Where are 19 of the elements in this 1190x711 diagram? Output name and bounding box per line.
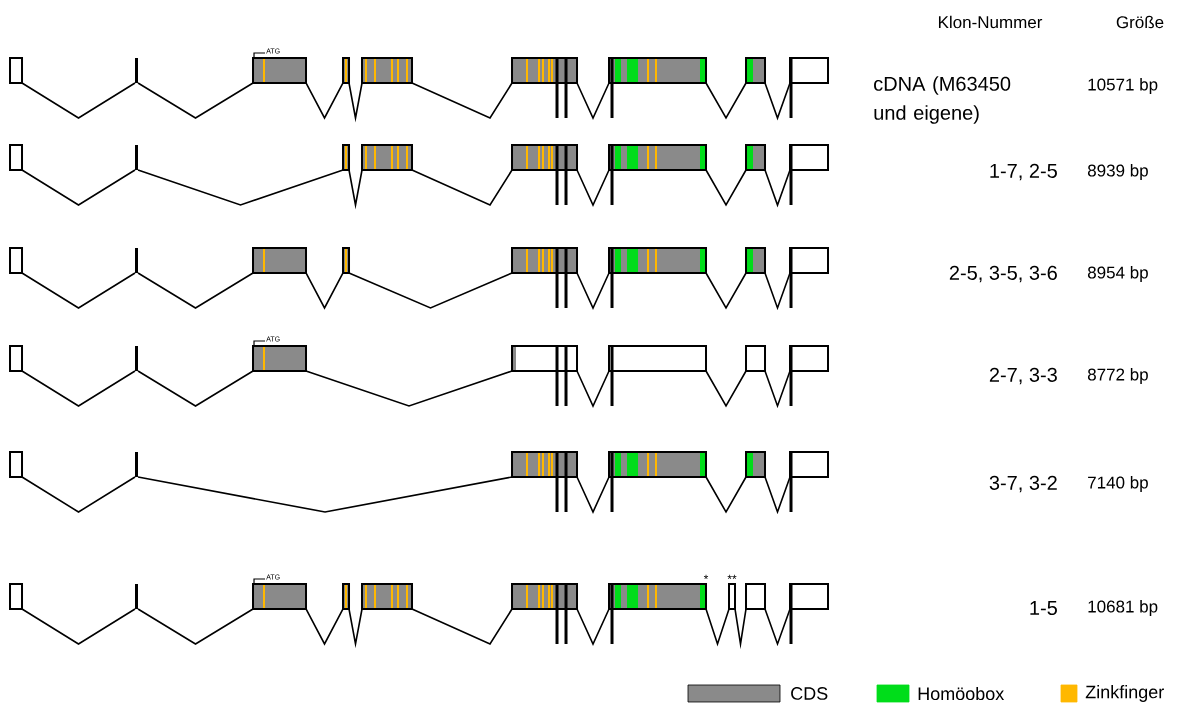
- clone-label: 1-7, 2-5: [990, 163, 1057, 181]
- size-label: 10681 bp: [1088, 600, 1158, 616]
- clone-label: 1-5: [1030, 601, 1057, 615]
- clone-label: 2-5, 3-5, 3-6: [949, 265, 1057, 283]
- size-label: 8954 bp: [1087, 266, 1148, 282]
- legend-label: Zinkfinger: [1085, 685, 1164, 702]
- clone-label: cDNA (M63450 und eigene): [874, 76, 1011, 124]
- clone-label: 2-7, 3-3: [989, 367, 1057, 385]
- legend-label: CDS: [791, 687, 828, 700]
- column-header: Größe: [1116, 15, 1164, 29]
- asterisk-mark: *: [703, 574, 709, 580]
- legend-label: Homöobox: [918, 686, 1005, 701]
- size-label: 8939 bp: [1087, 164, 1148, 180]
- size-label: 8772 bp: [1087, 368, 1148, 384]
- column-header: Klon-Nummer: [939, 15, 1043, 29]
- size-label: 7140 bp: [1088, 476, 1148, 492]
- size-label: 10571 bp: [1088, 78, 1158, 94]
- asterisk-mark: **: [727, 574, 737, 580]
- clone-label: 3-7, 3-2: [989, 475, 1057, 493]
